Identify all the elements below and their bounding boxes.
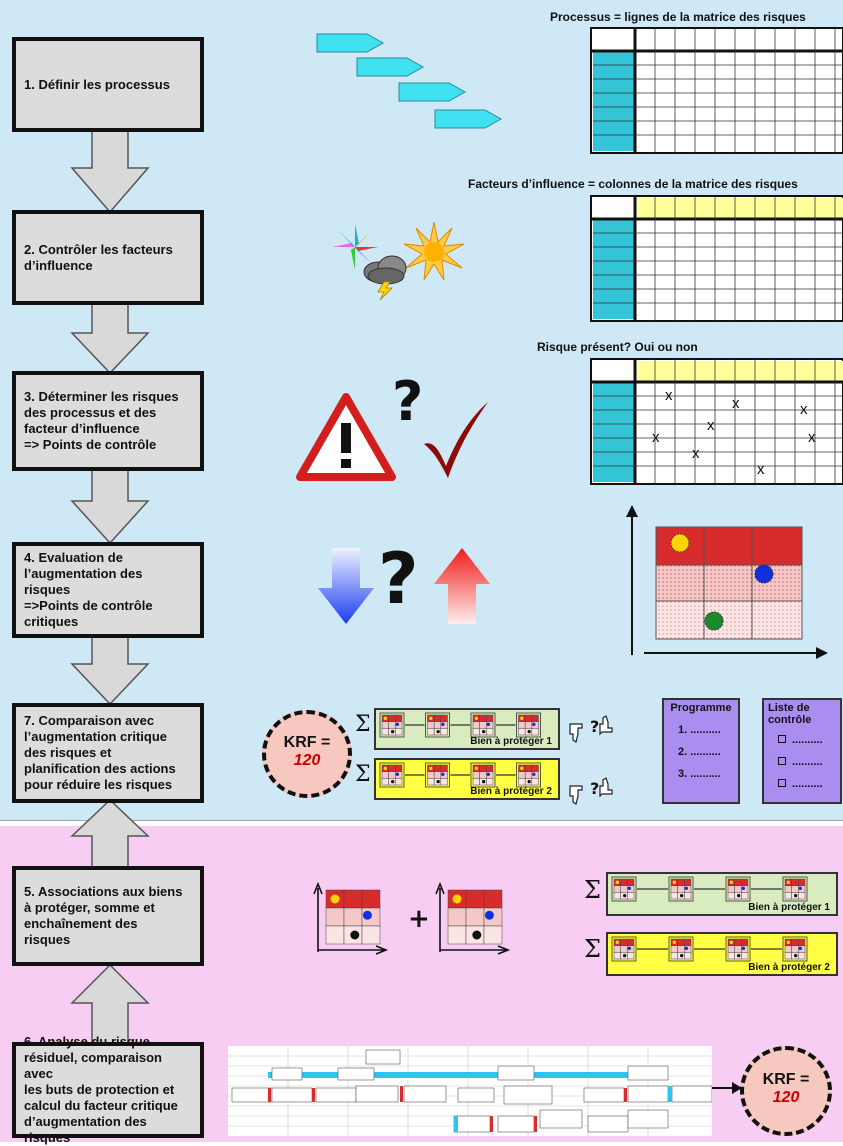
matrix-risque: x x x x x x x x (590, 358, 843, 485)
krf-value: 120 (772, 1089, 800, 1106)
matrix-x-mark: x (665, 387, 673, 404)
down-arrow-icon (70, 469, 150, 545)
process-arrows-icon (316, 33, 503, 129)
processus-header: Processus = lignes de la matrice des ris… (550, 10, 806, 24)
small-risk-graph (313, 881, 389, 955)
bien-box-2b: Bien à protéger 2 (606, 932, 838, 976)
checkbox-icon (778, 757, 786, 765)
thumbs-down-question-up-icon: ? (569, 715, 613, 743)
question-mark-2: ? (378, 538, 419, 620)
bien-box-1: Bien à protéger 1 (374, 708, 560, 750)
increase-arrow-icon (434, 548, 490, 624)
matrix-x-mark: x (757, 461, 765, 478)
matrix-x-mark: x (800, 401, 808, 418)
programme-box: Programme 1. .......... 2. .......... 3.… (662, 698, 740, 804)
risk-analysis-tree-diagram (228, 1046, 712, 1136)
matrix-facteurs (590, 195, 843, 322)
bien-2-label: Bien à protéger 2 (748, 962, 830, 973)
sigma-symbol: Σ (584, 935, 601, 963)
svg-text:?: ? (590, 717, 599, 736)
checkbox-icon (778, 779, 786, 787)
step-5-box: 5. Associations aux biens à protéger, so… (12, 866, 204, 966)
plus-sign: + (408, 904, 430, 934)
step-5-label: 5. Associations aux biens à protéger, so… (24, 884, 183, 947)
warning-triangle-icon (296, 393, 396, 481)
bien-1-label: Bien à protéger 1 (748, 902, 830, 913)
step-7-box: 7. Comparaison avec l’augmentation criti… (12, 703, 204, 803)
krf-circle: KRF = 120 (262, 710, 352, 798)
krf-label: KRF = (283, 734, 331, 751)
bien-box-2: Bien à protéger 2 (374, 758, 560, 800)
sigma-symbol: Σ (584, 876, 601, 904)
matrix-x-mark: x (707, 417, 715, 434)
step-6-label: 6. Analyse du risque résiduel, comparais… (24, 1034, 178, 1145)
programme-title: Programme (670, 702, 732, 714)
down-arrow-icon (70, 130, 150, 214)
step-7-label: 7. Comparaison avec l’augmentation criti… (24, 713, 176, 792)
checkmark-icon (424, 402, 488, 478)
krf-value: 120 (293, 752, 321, 769)
thumbs-down-question-up-icon: ? (569, 777, 613, 805)
risque-header: Risque présent? Oui ou non (537, 340, 698, 354)
step-3-box: 3. Déterminer les risques des processus … (12, 371, 204, 471)
matrix-x-mark: x (652, 429, 660, 446)
arrow-to-krf-icon (712, 1082, 742, 1094)
krf-circle-2: KRF = 120 (740, 1046, 832, 1136)
bien-2-label: Bien à protéger 2 (470, 786, 552, 797)
step-4-box: 4. Evaluation de l’augmentation des risq… (12, 542, 204, 638)
bien-box-1b: Bien à protéger 1 (606, 872, 838, 916)
up-arrow-icon (70, 965, 150, 1044)
step-2-box: 2. Contrôler les facteurs d’influence (12, 210, 204, 305)
step-3-label: 3. Déterminer les risques des processus … (24, 389, 179, 452)
sigma-symbol: Σ (355, 762, 371, 787)
step-2-label: 2. Contrôler les facteurs d’influence (24, 241, 173, 273)
checkbox-icon (778, 735, 786, 743)
sun-icon (404, 222, 464, 281)
down-arrow-icon (70, 636, 150, 706)
step-1-label: 1. Définir les processus (24, 76, 170, 92)
down-arrow-icon (70, 303, 150, 375)
liste-item: .......... (792, 734, 823, 746)
wind-pinwheel-icon (332, 224, 378, 270)
step-1-box: 1. Définir les processus (12, 37, 204, 132)
programme-item: 3. .......... (678, 768, 721, 780)
question-mark-1: ? (392, 370, 424, 433)
liste-item: .......... (792, 778, 823, 790)
programme-item: 2. .......... (678, 746, 721, 758)
matrix-processus (590, 27, 843, 154)
thunder-cloud-icon (363, 255, 407, 300)
sigma-symbol: Σ (355, 712, 371, 737)
facteurs-header: Facteurs d’influence = colonnes de la ma… (468, 177, 798, 191)
bien-1-label: Bien à protéger 1 (470, 736, 552, 747)
liste-controle-box: Liste de contrôle .......... .......... … (762, 698, 842, 804)
small-risk-graph (435, 881, 511, 955)
krf-label: KRF = (762, 1071, 810, 1088)
svg-text:?: ? (590, 779, 599, 798)
liste-title: Liste de contrôle (768, 702, 812, 726)
step-4-label: 4. Evaluation de l’augmentation des risq… (24, 550, 153, 629)
risk-matrix-graph (626, 505, 828, 659)
matrix-x-mark: x (692, 445, 700, 462)
matrix-x-mark: x (808, 429, 816, 446)
matrix-x-mark: x (732, 395, 740, 412)
programme-item: 1. .......... (678, 724, 721, 736)
liste-item: .......... (792, 756, 823, 768)
decrease-arrow-icon (318, 548, 374, 624)
up-arrow-icon (70, 800, 150, 869)
step-6-box: 6. Analyse du risque résiduel, comparais… (12, 1034, 204, 1145)
